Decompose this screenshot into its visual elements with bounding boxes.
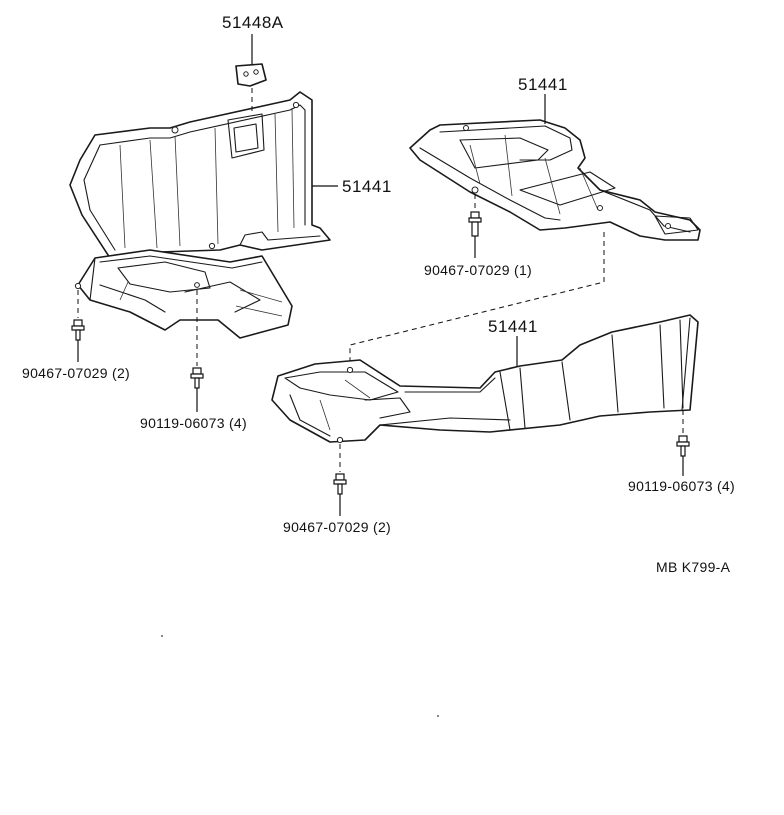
label-bolt-left-b: 90119-06073 (4) bbox=[140, 415, 247, 431]
label-bolt-right-upper: 90467-07029 (1) bbox=[424, 262, 533, 278]
diagram-reference-code: MB K799-A bbox=[656, 559, 731, 575]
label-bolt-left-a: 90467-07029 (2) bbox=[22, 365, 131, 381]
label-bracket-51448A: 51448A bbox=[222, 13, 284, 32]
left-bolt-b bbox=[190, 290, 204, 412]
label-bolt-lower-b: 90119-06073 (4) bbox=[628, 478, 735, 494]
lower-bolt-a bbox=[333, 444, 347, 516]
label-bolt-lower-a: 90467-07029 (2) bbox=[283, 519, 392, 535]
lower-bolt-b bbox=[676, 410, 690, 476]
label-cover-lower: 51441 bbox=[488, 317, 538, 336]
speck bbox=[437, 715, 439, 717]
left-engine-under-cover bbox=[69, 63, 331, 339]
connection-dash-line bbox=[349, 232, 605, 368]
lower-engine-under-cover bbox=[271, 314, 699, 444]
upper-right-engine-under-cover bbox=[409, 119, 701, 241]
label-cover-upper-right: 51441 bbox=[518, 75, 568, 94]
label-cover-left: 51441 bbox=[342, 177, 392, 196]
speck bbox=[161, 635, 163, 637]
upper-right-bolt bbox=[468, 194, 482, 258]
left-bolt-a bbox=[71, 290, 85, 362]
